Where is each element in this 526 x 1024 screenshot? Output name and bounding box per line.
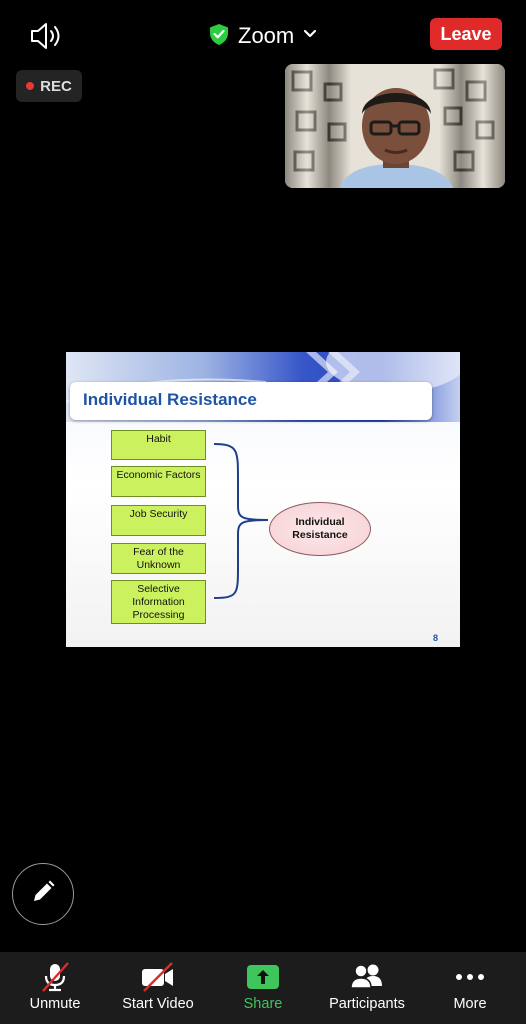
unmute-button[interactable]: Unmute xyxy=(24,952,86,1016)
start-video-label: Start Video xyxy=(122,996,194,1012)
share-button[interactable]: Share xyxy=(236,952,290,1016)
shared-slide: Individual Resistance Habit Economic Fac… xyxy=(66,352,460,647)
box-economic-factors: Economic Factors xyxy=(111,466,206,497)
box-fear-of-unknown: Fear of the Unknown xyxy=(111,543,206,574)
slide-page-number: 8 xyxy=(433,633,439,643)
bottom-toolbar: Unmute Start Video Share xyxy=(0,952,526,1024)
participants-label: Participants xyxy=(329,996,405,1012)
recording-badge: REC xyxy=(16,70,82,102)
box-selective-information: Selective Information Processing xyxy=(111,580,206,624)
start-video-button[interactable]: Start Video xyxy=(118,952,198,1016)
mic-muted-icon xyxy=(38,960,72,994)
box-job-security: Job Security xyxy=(111,505,206,536)
record-dot-icon xyxy=(26,82,35,90)
participant-video[interactable] xyxy=(285,64,505,188)
unmute-label: Unmute xyxy=(29,996,81,1012)
top-bar: Zoom Leave xyxy=(0,0,526,70)
annotate-button[interactable] xyxy=(12,863,74,925)
share-label: Share xyxy=(243,996,283,1012)
more-dots-icon xyxy=(453,960,487,994)
pencil-icon xyxy=(30,879,56,910)
center-ellipse: Individual Resistance xyxy=(269,502,371,556)
leave-button[interactable]: Leave xyxy=(430,18,502,50)
app-title: Zoom xyxy=(238,23,295,48)
participants-icon xyxy=(349,960,385,994)
brace-connector xyxy=(213,443,269,599)
shield-check-icon xyxy=(208,22,230,51)
box-habit: Habit xyxy=(111,430,206,460)
speaker-icon[interactable] xyxy=(28,20,66,52)
recording-label: REC xyxy=(40,77,72,95)
chevron-down-icon xyxy=(302,27,318,45)
slide-title: Individual Resistance xyxy=(83,390,257,409)
more-button[interactable]: More xyxy=(444,952,496,1016)
more-label: More xyxy=(453,996,487,1012)
slide-title-box: Individual Resistance xyxy=(70,382,432,420)
participants-button[interactable]: Participants xyxy=(322,952,412,1016)
share-arrow-icon xyxy=(246,960,280,994)
meeting-title[interactable]: Zoom xyxy=(208,20,318,52)
video-off-icon xyxy=(138,960,178,994)
